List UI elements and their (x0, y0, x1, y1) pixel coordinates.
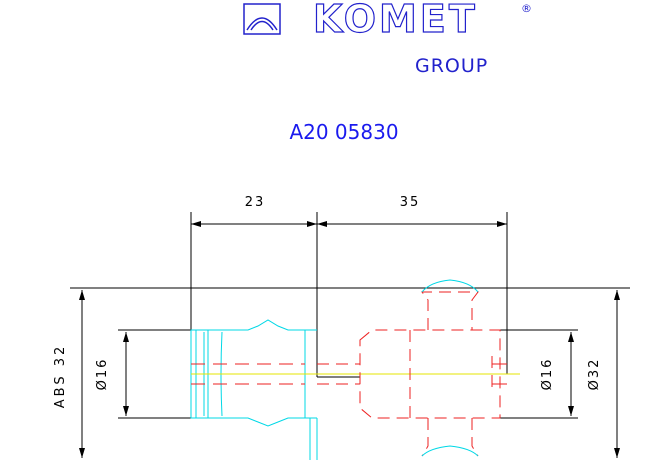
dimension-35: 35 (400, 195, 421, 210)
right-part-cyan-details (421, 279, 479, 457)
top-dimensions (190, 212, 508, 377)
dimension-abs-32: ABS 32 (53, 344, 68, 409)
dimension-23: 23 (245, 195, 266, 210)
dimension-dia-32: Ø32 (587, 358, 602, 391)
komet-emblem-icon (243, 3, 281, 35)
part-number: A20 05830 (289, 120, 398, 144)
right-part-outline (317, 291, 501, 457)
right-part-solid-details (492, 363, 507, 385)
extension-lines (70, 287, 630, 419)
komet-logo: KOMET ® GROUP (243, 0, 532, 77)
left-part-outline (190, 319, 318, 460)
dimension-dia-16-left: Ø16 (95, 358, 110, 391)
logo-brand: KOMET (313, 0, 478, 41)
dimension-dia-16-right: Ø16 (540, 358, 555, 391)
logo-group: GROUP (415, 55, 488, 77)
logo-registered-mark: ® (521, 2, 532, 15)
